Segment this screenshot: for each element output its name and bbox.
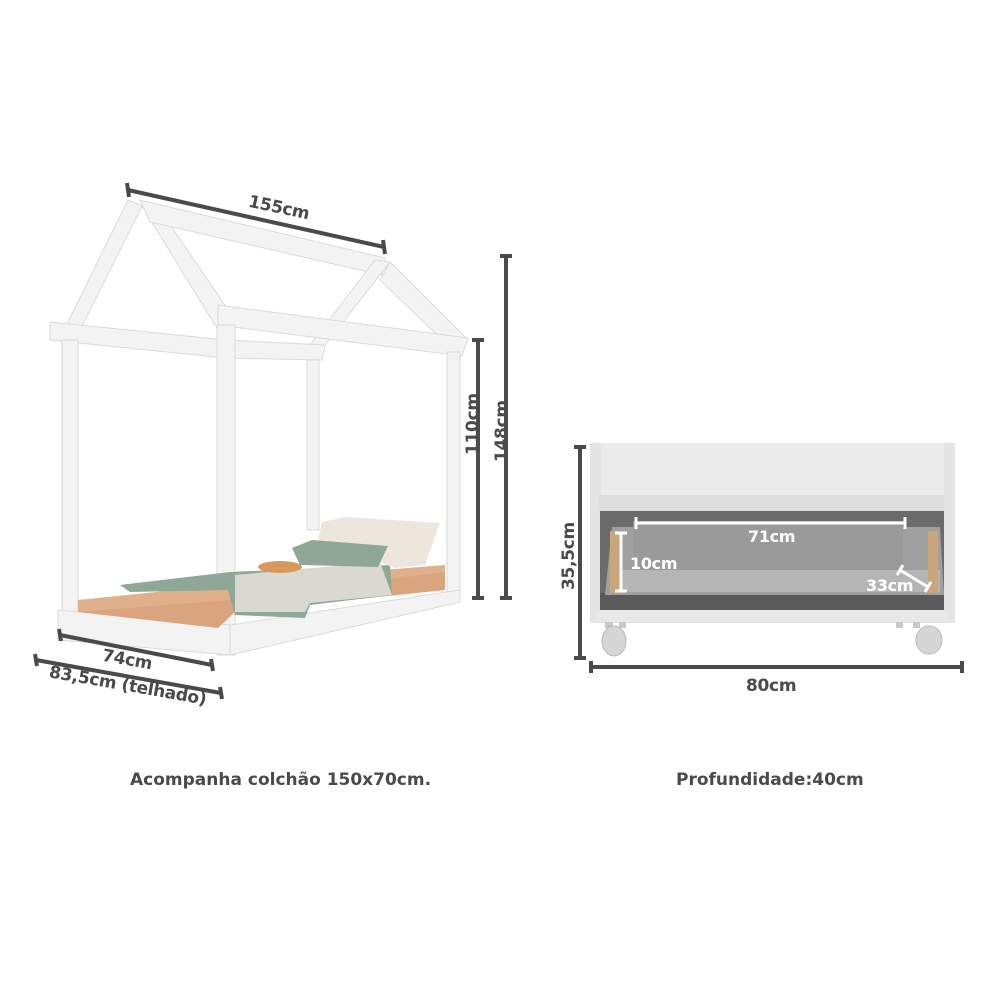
cabinet-width-label: 80cm [746,676,797,696]
caster-wheels [601,622,943,657]
cabinet-height-label: 35,5cm [559,522,579,590]
drawer-depth-label: 33cm [866,576,914,595]
pillows [292,517,440,568]
cabinet-illustration [590,443,955,657]
drawer-width-label: 71cm [748,527,796,546]
drawer-height-label: 10cm [630,554,678,573]
drawer [605,521,944,595]
cabinet-caption: Profundidade:40cm [676,770,864,790]
bed-frame [49,199,469,656]
bed-caption: Acompanha colchão 150x70cm. [130,770,432,790]
drawer-dimension-lines [615,517,933,593]
bed-dimension-lines [33,182,512,700]
bed-total-height-label: 148cm [492,400,512,462]
bed-side-height-label: 110cm [463,393,483,455]
blanket [120,562,392,618]
cabinet-dimension-lines [574,445,964,673]
toy [258,561,302,573]
